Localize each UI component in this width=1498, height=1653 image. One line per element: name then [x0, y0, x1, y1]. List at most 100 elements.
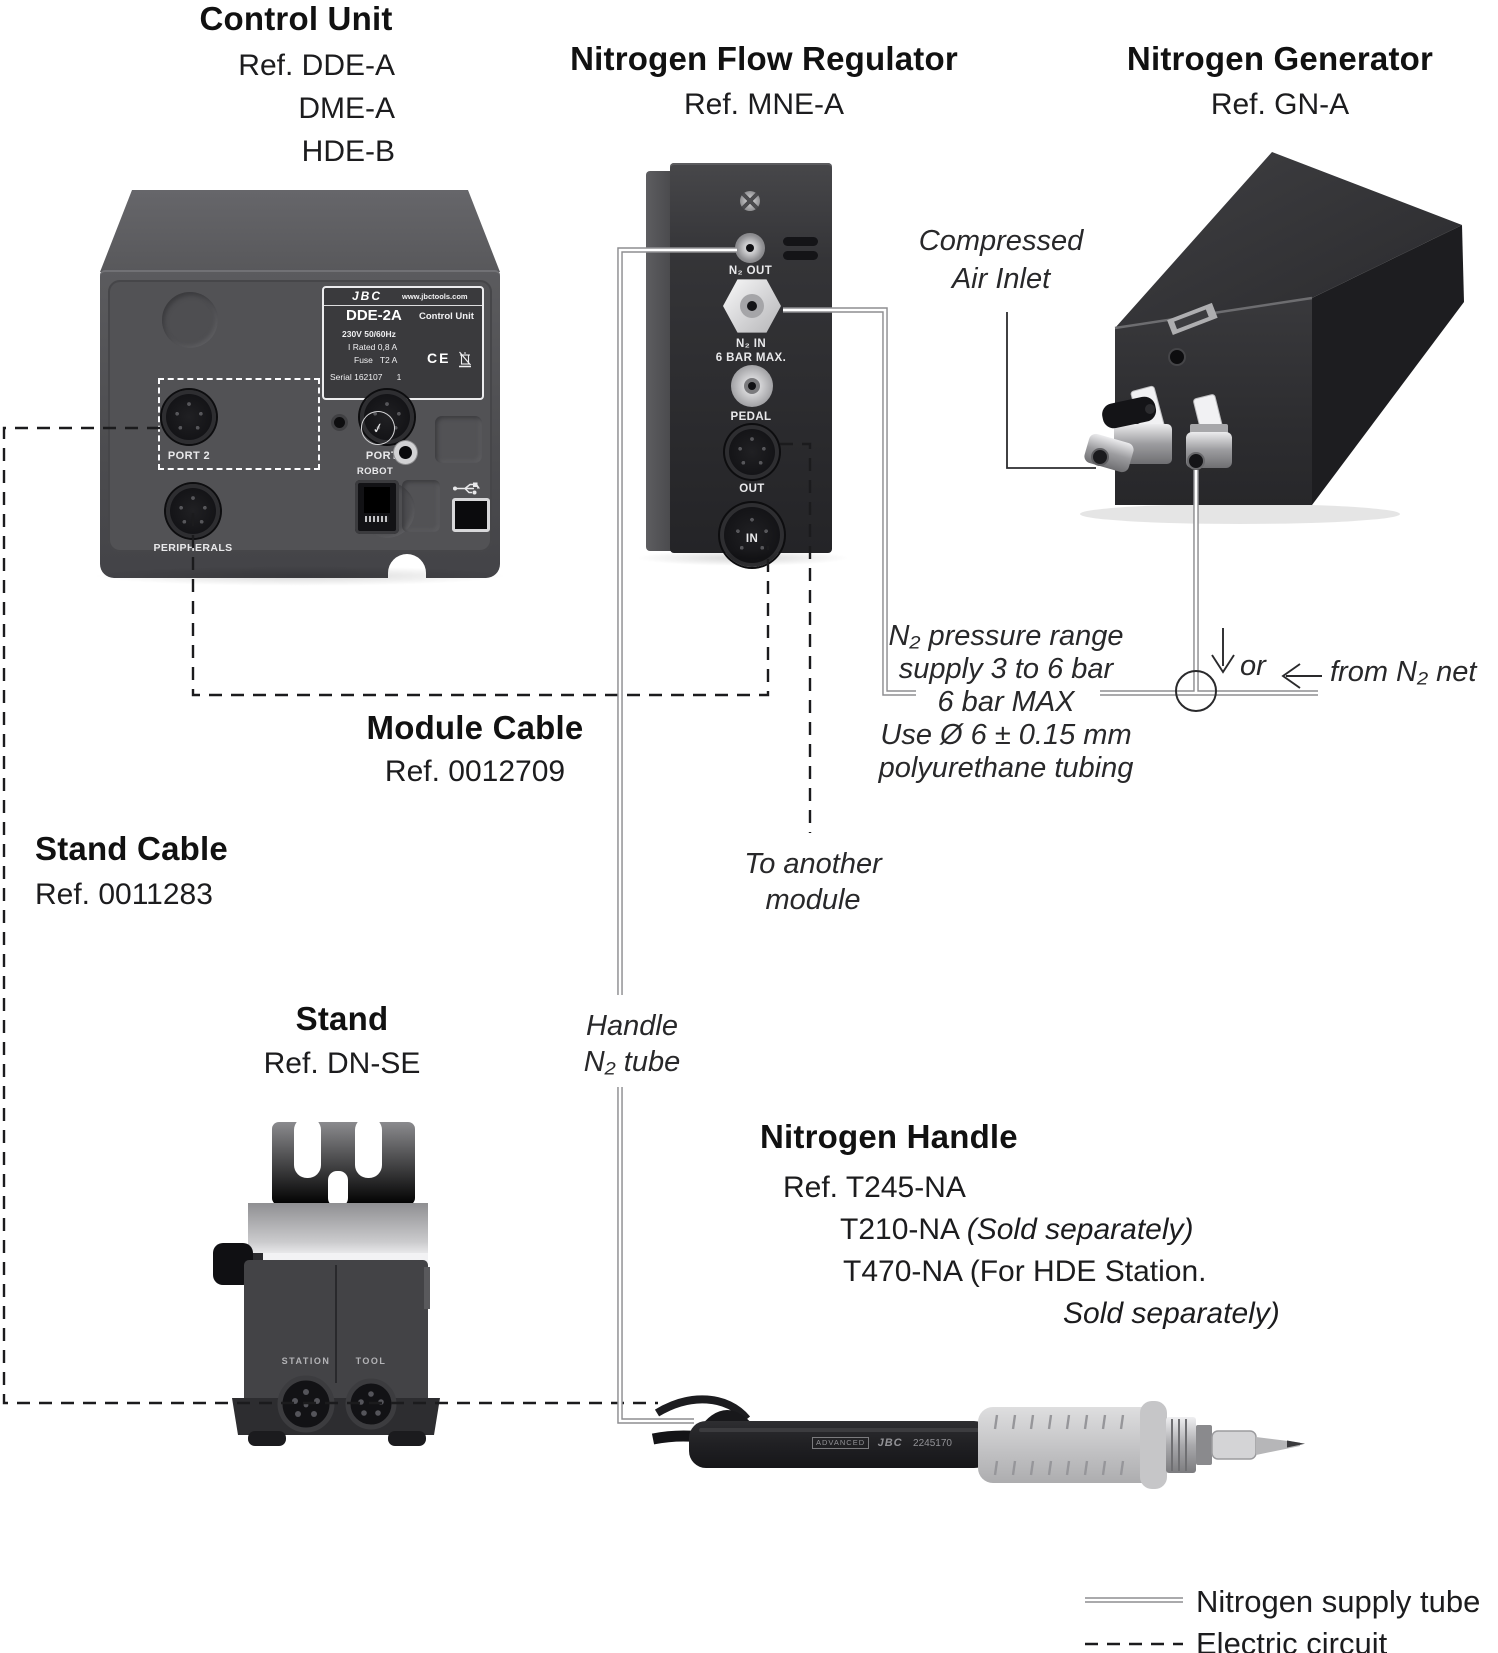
compressed-air-pointer — [1006, 312, 1096, 469]
n2-in-fitting — [723, 279, 781, 333]
compressed-air-line2: Air Inlet — [951, 263, 1051, 295]
control-unit-front-face: JBC www.jbctools.com DDE-2A Control Unit… — [100, 270, 500, 578]
nitrogen-handle-title: Nitrogen Handle — [760, 1118, 1018, 1155]
grip-tick-marks — [993, 1414, 1125, 1476]
fork-slot — [355, 1117, 382, 1178]
pressure-line3: 6 bar MAX — [937, 686, 1075, 718]
or-label: or — [1240, 650, 1266, 682]
stand-title: Stand — [295, 1000, 389, 1037]
regulator-photo: N₂ OUT N₂ IN 6 BAR MAX. PEDAL OUT IN IN — [646, 163, 836, 567]
compressed-air-label: Compressed Air Inlet — [881, 222, 1121, 298]
stand-photo — [213, 1117, 440, 1446]
n2-in-hole — [747, 301, 757, 311]
handle-n2-tube-line — [618, 248, 737, 995]
pressure-line4: Use Ø 6 ± 0.15 mm — [880, 719, 1132, 751]
handle-ref-line4: Sold separately) — [1063, 1297, 1280, 1330]
stand-cable-title: Stand Cable — [35, 830, 228, 867]
jbc-logo: JBC — [352, 289, 383, 303]
generator-shadow — [1080, 504, 1400, 524]
handle-print-advanced: ADVANCED — [812, 1437, 870, 1449]
in-label: IN — [745, 533, 759, 545]
handle-ref-line1: Ref. T245-NA — [783, 1171, 966, 1204]
regulator-title: Nitrogen Flow Regulator — [570, 40, 958, 77]
to-another-module-wire — [780, 442, 812, 833]
out-connector — [725, 425, 779, 479]
to-another-line1: To another — [744, 848, 882, 880]
air-inlet-valve — [1084, 385, 1172, 473]
from-n2-net-label: from N₂ net — [1330, 656, 1477, 688]
stand-plate-edge — [248, 1253, 428, 1262]
robot-label: ROBOT — [356, 466, 394, 477]
usb-icon — [453, 482, 480, 495]
stand-cable-ref: Ref. 0011283 — [35, 878, 213, 911]
module-cable-label: Module Cable Ref. 0012709 — [325, 706, 625, 794]
handle-grip-flare — [1140, 1401, 1167, 1489]
handle-sleeve-highlight — [699, 1428, 979, 1432]
port1-label: PORT 1 — [365, 450, 409, 462]
down-arrow-head-icon — [1211, 654, 1235, 674]
handle-print: ADVANCED JBC 2245170 — [812, 1434, 1002, 1450]
regulator-shadow — [636, 550, 850, 566]
handle-n2-tube-label: Handle N₂ tube — [552, 1008, 712, 1080]
control-unit-title: Control Unit — [199, 0, 393, 37]
regulator-title-block: Nitrogen Flow Regulator Ref. MNE-A — [564, 36, 964, 128]
generator-ref: Ref. GN-A — [1210, 88, 1350, 121]
handle-collar — [1166, 1417, 1196, 1473]
module-cable-wire — [191, 513, 770, 697]
regulator-side-face — [646, 171, 674, 551]
n2-in-label-line1: N₂ IN — [735, 338, 767, 350]
screw-hole — [334, 417, 345, 428]
n2-out-fitting — [735, 233, 765, 263]
legend-electric-label: Electric circuit — [1196, 1626, 1388, 1653]
n2-output-hole — [1187, 452, 1205, 470]
control-unit-title-block: Control Unit Ref. DDE-A DME-A HDE-B — [96, 0, 496, 173]
stand-foot — [248, 1431, 286, 1446]
module-cable-ref: Ref. 0012709 — [384, 755, 566, 788]
collar-ridges — [1171, 1419, 1187, 1471]
pressure-line1: N₂ pressure range — [888, 620, 1124, 652]
peripherals-connector — [166, 484, 220, 538]
valve-handle-screw — [1145, 404, 1155, 414]
control-unit-ref-1: Ref. DDE-A — [238, 49, 395, 82]
generator-brand-label — [1167, 302, 1218, 336]
handle-photo — [651, 1395, 1305, 1489]
station-label: STATION — [281, 1356, 331, 1366]
control-unit-shadow — [92, 566, 508, 586]
pressure-note: N₂ pressure range supply 3 to 6 bar 6 ba… — [856, 620, 1156, 785]
bottom-cable-notch — [388, 554, 426, 578]
plate-header: JBC www.jbctools.com — [324, 288, 482, 306]
fork-center-notch — [328, 1171, 348, 1207]
audio-jack — [399, 446, 412, 459]
to-another-module-label: To another module — [733, 846, 893, 918]
plate-serial: Serial 162107 1 — [330, 372, 402, 382]
out-label: OUT — [739, 483, 765, 495]
left-arrow-head-icon — [1281, 663, 1301, 689]
handle-tube-line2: N₂ tube — [583, 1046, 681, 1078]
valve-handle — [1102, 396, 1157, 429]
nitrogen-handle-block: Nitrogen Handle Ref. T245-NA T210-NA (So… — [760, 1118, 1360, 1335]
robot-port — [355, 480, 399, 534]
stand-cable-wire — [2, 426, 658, 1405]
generator-screw — [1168, 348, 1186, 366]
air-inlet-hole — [1091, 448, 1109, 466]
fork-slot — [294, 1117, 321, 1178]
handle-ref-line3: T470-NA (For HDE Station. — [843, 1255, 1207, 1288]
n2-in-tube-line — [783, 308, 916, 695]
regulator-ref: Ref. MNE-A — [683, 88, 845, 121]
handle-ref-line2: T210-NA (Sold separately) — [840, 1213, 1194, 1246]
generator-right-face — [1312, 225, 1464, 505]
stand-cable-label: Stand Cable Ref. 0011283 — [35, 826, 228, 918]
generator-photo — [1080, 152, 1464, 524]
n2-in-label-line2: 6 BAR MAX. — [715, 352, 787, 364]
handle-tip — [1287, 1440, 1305, 1448]
handle-grip — [978, 1407, 1158, 1483]
plate-rated: I Rated 0,8 A — [348, 342, 398, 352]
handle-n2-tube-line — [618, 1087, 694, 1423]
ce-mark: CE — [427, 350, 451, 366]
handle-sleeve — [689, 1421, 991, 1468]
pressure-line5: polyurethane tubing — [878, 752, 1134, 784]
n2-out-label: N₂ OUT — [728, 265, 773, 277]
stand-side-tab — [424, 1267, 430, 1309]
stand-ref: Ref. DN-SE — [263, 1047, 421, 1080]
